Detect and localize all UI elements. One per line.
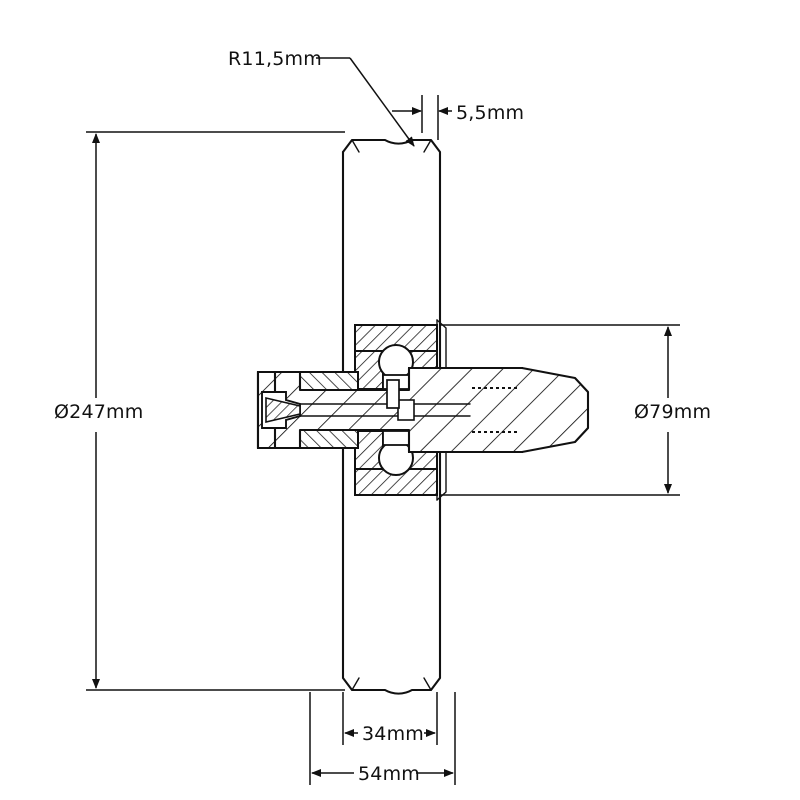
dimension-label-overall-width: 54mm <box>358 763 420 785</box>
dim-label-backdrop-overall <box>354 760 416 786</box>
hub-assembly <box>256 319 590 501</box>
rim-chamfer-top-right <box>423 139 432 153</box>
axle-chamfer-top-right <box>574 377 589 393</box>
rim-chamfer-bottom-right <box>423 677 432 691</box>
bearing-ball-upper <box>378 344 414 380</box>
bearing-ball-lower <box>378 440 414 476</box>
bearing-inner-race-lower <box>382 430 410 446</box>
dimension-label-groove-width: 5,5mm <box>456 102 524 124</box>
dimension-label-bearing-diameter: Ø79mm <box>634 401 711 423</box>
axle-chamfer-bottom-right <box>574 427 589 443</box>
rim-chamfer-top-left <box>351 139 360 153</box>
rim-upper-outline <box>341 138 442 402</box>
dimension-groove-width: 5,5mm <box>392 95 524 140</box>
dim-label-backdrop-od <box>50 398 146 426</box>
dimension-outer-diameter: Ø247mm <box>50 131 345 691</box>
dimension-bearing-diameter: Ø79mm <box>440 324 714 496</box>
dimension-label-rim-width: 34mm <box>362 723 424 745</box>
hex-socket-cone <box>265 396 301 424</box>
dimension-label-groove-radius: R11,5mm <box>228 48 322 70</box>
hub-flange-lower-left <box>299 429 359 449</box>
hub-flange-upper-left <box>299 371 359 391</box>
dimension-groove-radius: R11,5mm <box>228 48 415 147</box>
dim-label-backdrop-rim <box>358 720 424 746</box>
bolt-shank-step <box>397 399 415 421</box>
dimension-overall-width: 54mm <box>309 692 456 786</box>
dimension-rim-width: 34mm <box>342 692 438 746</box>
ball-bearing-lower <box>354 430 438 496</box>
rim-lower-outline <box>341 418 442 695</box>
bearing-stud-upper <box>386 379 400 409</box>
dim-label-backdrop-bd <box>630 398 714 426</box>
leader-diagonal-r115 <box>349 57 415 147</box>
rim-chamfer-bottom-left <box>351 677 360 691</box>
dimension-label-outer-diameter: Ø247mm <box>54 401 143 423</box>
